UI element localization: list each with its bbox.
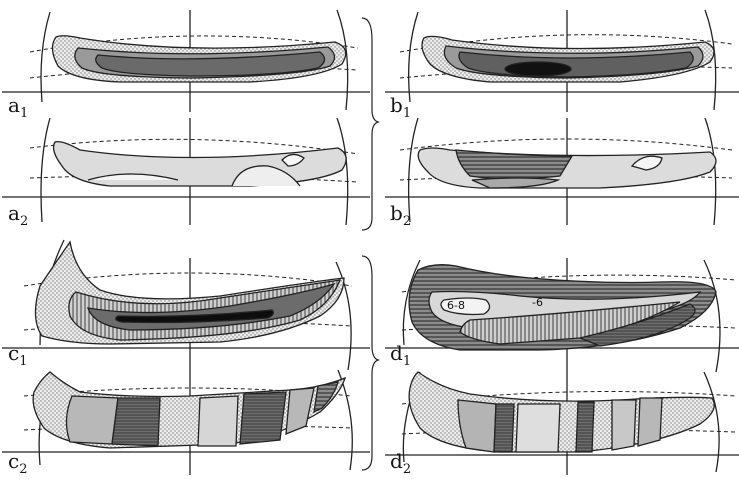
core-zone	[505, 62, 571, 76]
panel-a2: a2	[2, 118, 370, 229]
panel-label-a1: a1	[8, 93, 28, 121]
panel-b1: b1	[385, 10, 739, 121]
left-arc	[41, 118, 50, 222]
band-zone	[612, 400, 636, 450]
zone-value-label: -6	[532, 296, 543, 309]
left-arc	[409, 118, 418, 222]
bracket-lower	[362, 256, 378, 470]
band-zone	[286, 388, 314, 434]
panel-label-d2: d2	[390, 449, 411, 477]
left-arc	[41, 12, 50, 102]
panel-label-d1: d1	[390, 341, 411, 369]
panel-d1: 6-8 -6 d1	[385, 258, 739, 372]
band-zone	[638, 398, 662, 446]
band-zone	[240, 392, 286, 444]
panel-label-c2: c2	[8, 449, 27, 477]
panel-label-c1: c1	[8, 341, 27, 369]
panel-label-a2: a2	[8, 201, 28, 229]
left-arc	[409, 12, 418, 102]
band-zone	[112, 398, 160, 446]
band-zone	[576, 402, 594, 452]
panel-c2: c2	[2, 370, 370, 477]
zone-value-label: 6-8	[447, 299, 465, 312]
right-arc	[704, 260, 720, 372]
right-arc	[704, 372, 719, 472]
bracket-upper	[362, 18, 378, 230]
panel-d2: d2	[385, 372, 739, 477]
band-zone	[516, 404, 560, 452]
band-zone	[494, 404, 514, 452]
upper-dashed-curve	[400, 139, 732, 150]
panel-a1: a1	[2, 10, 370, 121]
banded-zone	[456, 150, 572, 179]
panel-label-b1: b1	[390, 93, 411, 121]
band-zone	[198, 396, 238, 446]
band-zone	[66, 396, 118, 444]
panel-label-b2: b2	[390, 201, 411, 229]
outer-zone	[409, 372, 714, 452]
panel-c1: c1	[2, 240, 370, 372]
panel-b2: b2	[385, 118, 739, 229]
